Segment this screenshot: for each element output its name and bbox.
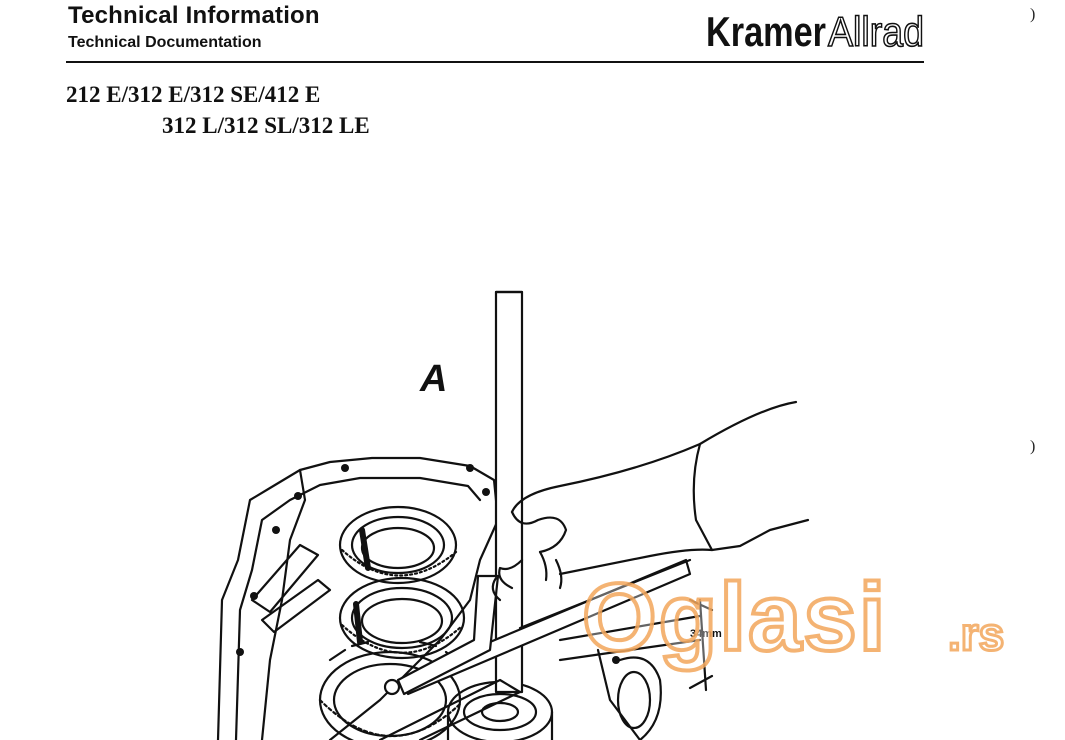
side-cover [250, 543, 332, 634]
hand-and-sleeve [491, 400, 810, 602]
right-housing [558, 598, 714, 740]
housing-inner-wall [234, 476, 482, 740]
gauge-arm [383, 574, 500, 696]
model-list-line-2: 312 L/312 SL/312 LE [162, 113, 370, 138]
upper-bearing [338, 505, 458, 585]
dimension-label: 34mm [690, 628, 722, 640]
figure-label: A [420, 358, 448, 400]
header-divider [66, 61, 924, 63]
header-title: Technical Information [68, 2, 320, 29]
svg-text:Kramer: Kramer [706, 8, 826, 52]
housing-flange [260, 468, 307, 740]
middle-bearing [338, 576, 466, 660]
header-subtitle: Technical Documentation [68, 34, 262, 51]
housing-outline [216, 456, 500, 740]
scan-mark: ) [1030, 438, 1036, 455]
scan-mark: ) [1030, 6, 1036, 23]
model-list-line-1: 212 E/312 E/312 SE/412 E [66, 82, 321, 107]
bolt-holes [236, 464, 620, 664]
depth-gauge-rod [494, 290, 524, 694]
kramer-allrad-logo: Kramer Allrad [706, 7, 925, 52]
lower-bar [378, 678, 522, 740]
svg-text:Allrad: Allrad [828, 8, 924, 52]
